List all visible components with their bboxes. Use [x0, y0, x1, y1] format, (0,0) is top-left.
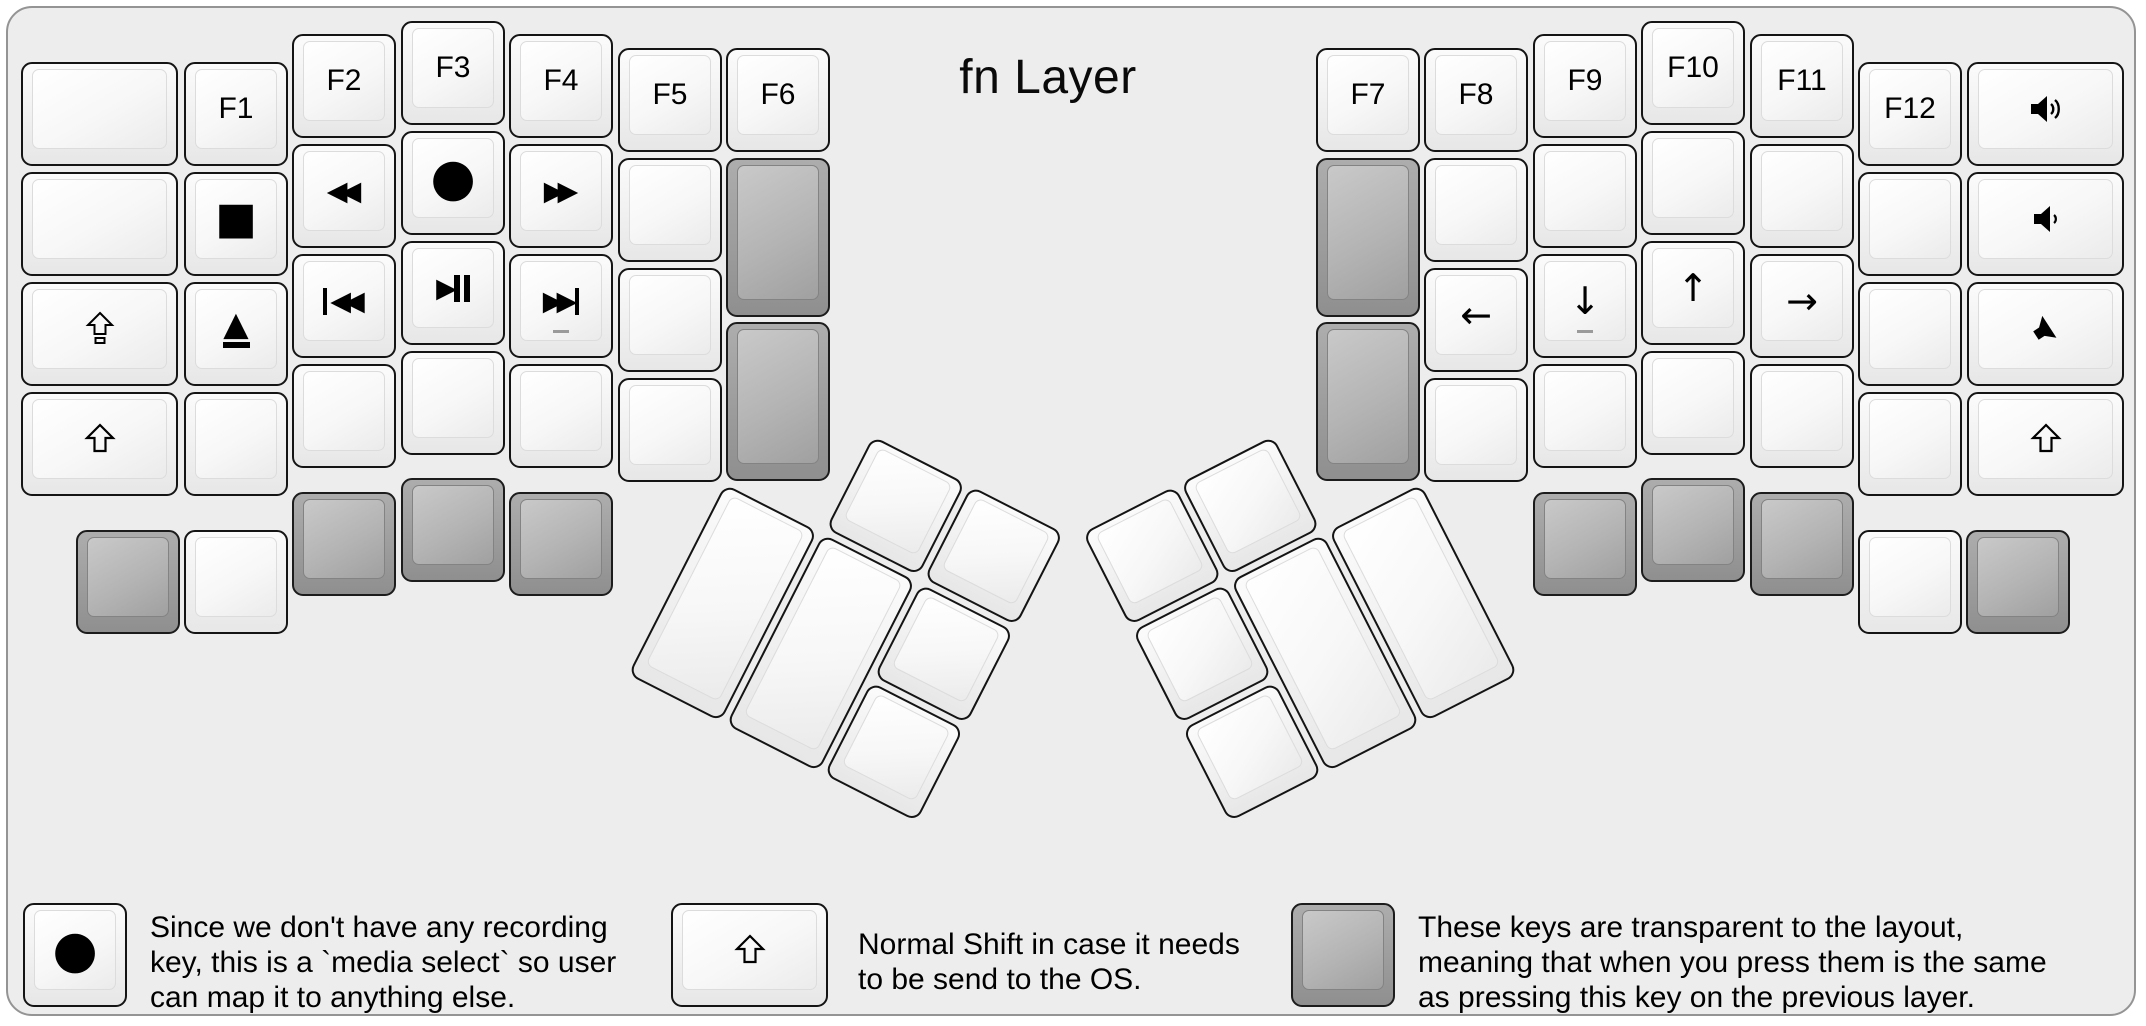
key-rewind[interactable]: ◀◀	[292, 144, 396, 248]
key-blank[interactable]	[1641, 131, 1745, 235]
key-record[interactable]: ●	[401, 131, 505, 235]
key-blank[interactable]	[1858, 392, 1962, 496]
key-blank[interactable]	[509, 364, 613, 468]
volume-down-icon	[2033, 206, 2057, 232]
legend-record-key: ●	[23, 903, 127, 1007]
key-f11[interactable]: F11	[1750, 34, 1854, 138]
key-arrow-up[interactable]: ↑	[1641, 241, 1745, 345]
key-f1[interactable]: F1	[184, 62, 288, 166]
key-transparent[interactable]	[726, 158, 830, 317]
key-fast-forward[interactable]: ▶▶	[509, 144, 613, 248]
key-prev-track[interactable]: ◀◀	[292, 254, 396, 358]
shift-icon	[2029, 423, 2062, 453]
record-icon: ●	[430, 148, 476, 208]
key-blank[interactable]	[184, 530, 288, 634]
mute-icon	[2032, 315, 2056, 340]
key-transparent[interactable]	[1750, 492, 1854, 596]
layer-title: fn Layer	[959, 51, 1137, 104]
key-transparent[interactable]	[292, 492, 396, 596]
key-arrow-right[interactable]: →	[1750, 254, 1854, 358]
key-f7[interactable]: F7	[1316, 48, 1420, 152]
key-blank[interactable]	[618, 158, 722, 262]
key-mute[interactable]	[1967, 282, 2124, 386]
key-blank[interactable]	[1858, 282, 1962, 386]
key-transparent[interactable]	[1966, 530, 2070, 634]
volume-up-icon	[2030, 96, 2060, 122]
key-shift-left[interactable]	[21, 392, 178, 496]
key-arrow-down[interactable]: ↓	[1533, 254, 1637, 358]
key-f12[interactable]: F12	[1858, 62, 1962, 166]
key-blank[interactable]	[1858, 530, 1962, 634]
key-blank[interactable]	[1641, 351, 1745, 455]
up-arrow-icon: ↑	[1677, 266, 1709, 310]
key-transparent[interactable]	[401, 478, 505, 582]
legend-transparent-text: These keys are transparent to the layout…	[1418, 911, 2047, 1014]
key-transparent[interactable]	[1533, 492, 1637, 596]
record-icon: ●	[52, 920, 98, 980]
key-blank[interactable]	[1750, 364, 1854, 468]
down-arrow-icon: ↓	[1569, 279, 1601, 323]
right-arrow-icon: →	[1786, 279, 1818, 323]
key-blank[interactable]	[1424, 378, 1528, 482]
key-f10[interactable]: F10	[1641, 21, 1745, 125]
next-track-icon: ▶▶	[543, 287, 580, 315]
capslock-icon	[85, 311, 114, 344]
key-transparent[interactable]	[1316, 322, 1420, 481]
key-f3[interactable]: F3	[401, 21, 505, 125]
key-volume-up[interactable]	[1967, 62, 2124, 166]
key-blank[interactable]	[21, 62, 178, 166]
stop-icon: ■	[215, 193, 257, 244]
key-eject[interactable]: ▲	[184, 282, 288, 386]
key-transparent[interactable]	[1641, 478, 1745, 582]
key-f9[interactable]: F9	[1533, 34, 1637, 138]
key-blank[interactable]	[618, 378, 722, 482]
legend-transparent-key	[1291, 903, 1395, 1007]
key-f4[interactable]: F4	[509, 34, 613, 138]
key-blank[interactable]	[1750, 144, 1854, 248]
key-arrow-left[interactable]: ←	[1424, 268, 1528, 372]
play-pause-icon: ▶	[436, 274, 470, 302]
key-blank[interactable]	[618, 268, 722, 372]
shift-icon	[83, 423, 116, 453]
key-blank[interactable]	[21, 172, 178, 276]
key-blank[interactable]	[1858, 172, 1962, 276]
key-f2[interactable]: F2	[292, 34, 396, 138]
shift-icon	[733, 934, 766, 964]
key-blank[interactable]	[401, 351, 505, 455]
key-blank[interactable]	[184, 392, 288, 496]
fast-forward-icon: ▶▶	[543, 175, 578, 207]
key-blank[interactable]	[1424, 158, 1528, 262]
prev-track-icon: ◀◀	[323, 287, 365, 315]
eject-icon: ▲	[222, 307, 250, 348]
key-f5[interactable]: F5	[618, 48, 722, 152]
key-blank[interactable]	[1533, 144, 1637, 248]
homing-bar	[553, 330, 569, 333]
key-stop[interactable]: ■	[184, 172, 288, 276]
key-transparent[interactable]	[76, 530, 180, 634]
key-shift-right[interactable]	[1967, 392, 2124, 496]
key-capslock[interactable]	[21, 282, 178, 386]
key-transparent[interactable]	[726, 322, 830, 481]
key-next-track[interactable]: ▶▶	[509, 254, 613, 358]
key-f6[interactable]: F6	[726, 48, 830, 152]
homing-bar	[1577, 330, 1593, 333]
key-blank[interactable]	[292, 364, 396, 468]
key-transparent[interactable]	[509, 492, 613, 596]
key-blank[interactable]	[1533, 364, 1637, 468]
key-transparent[interactable]	[1316, 158, 1420, 317]
rewind-icon: ◀◀	[326, 175, 361, 207]
legend-shift-key	[671, 903, 828, 1007]
key-volume-down[interactable]	[1967, 172, 2124, 276]
left-arrow-icon: ←	[1460, 293, 1492, 337]
key-f8[interactable]: F8	[1424, 48, 1528, 152]
key-play-pause[interactable]: ▶	[401, 241, 505, 345]
